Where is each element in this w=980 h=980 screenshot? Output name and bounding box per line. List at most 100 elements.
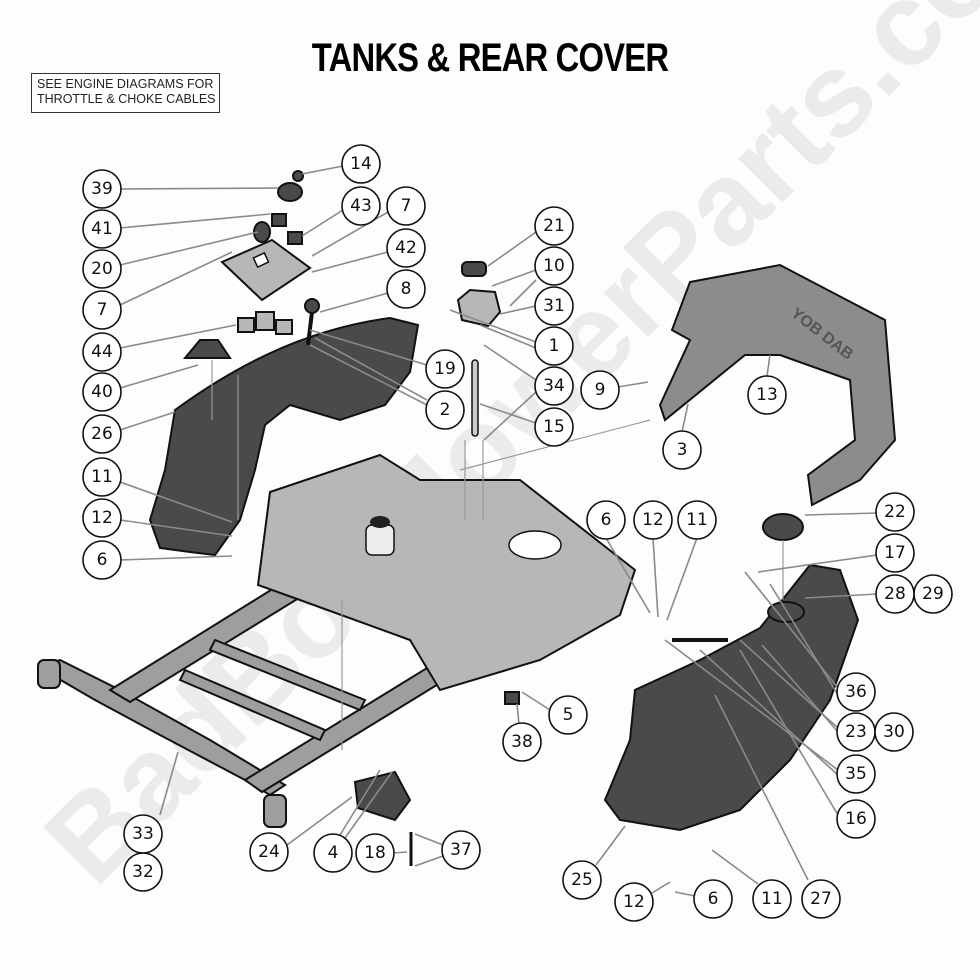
svg-text:13: 13 [756,385,778,405]
rear-cover[interactable] [658,263,897,507]
callout-11-bottom[interactable]: 11 [752,879,792,919]
fuel-cap-22[interactable] [762,513,804,541]
svg-text:30: 30 [883,722,905,742]
callout-40[interactable]: 40 [82,372,122,412]
callout-9[interactable]: 9 [580,370,620,410]
guide-lines [211,360,784,750]
switch-41[interactable] [271,213,287,227]
callout-12-mid[interactable]: 12 [633,500,673,540]
callout-39[interactable]: 39 [82,169,122,209]
key-switch[interactable] [277,182,303,202]
svg-text:7: 7 [401,196,412,216]
callout-33[interactable]: 33 [123,814,163,854]
reservoir-cap[interactable] [461,261,487,277]
callout-14[interactable]: 14 [341,144,381,184]
svg-text:24: 24 [258,842,280,862]
throttle-lever[interactable] [306,311,314,346]
svg-text:44: 44 [91,342,113,362]
callout-4[interactable]: 4 [313,833,353,873]
frame-hole [508,530,562,560]
callout-18[interactable]: 18 [355,833,395,873]
right-fuel-tank[interactable] [603,563,860,832]
callout-26[interactable]: 26 [82,414,122,454]
callout-24[interactable]: 24 [249,832,289,872]
callout-1[interactable]: 1 [534,326,574,366]
valve-38[interactable] [504,691,520,705]
callout-13[interactable]: 13 [747,375,787,415]
svg-text:10: 10 [543,256,565,276]
chassis-frame[interactable] [37,570,460,828]
panel-hole [252,251,270,269]
callout-44[interactable]: 44 [82,332,122,372]
callout-37[interactable]: 37 [441,830,481,870]
callout-11-left[interactable]: 11 [82,457,122,497]
callout-11-mid[interactable]: 11 [677,500,717,540]
callout-5[interactable]: 5 [548,695,588,735]
callout-19[interactable]: 19 [425,349,465,389]
svg-text:21: 21 [543,216,565,236]
svg-text:29: 29 [922,584,944,604]
callout-41[interactable]: 41 [82,209,122,249]
callout-22[interactable]: 22 [875,492,915,532]
callout-36[interactable]: 36 [836,672,876,712]
callout-7-left[interactable]: 7 [82,290,122,330]
callout-38[interactable]: 38 [502,722,542,762]
throttle-knob[interactable] [304,298,320,314]
callout-3[interactable]: 3 [662,430,702,470]
svg-text:14: 14 [350,154,372,174]
callout-15[interactable]: 15 [534,407,574,447]
control-panel-plate[interactable] [220,238,312,302]
callout-20[interactable]: 20 [82,249,122,289]
callout-12-bottom[interactable]: 12 [614,882,654,922]
svg-text:2: 2 [440,400,451,420]
callout-42[interactable]: 42 [386,228,426,268]
svg-text:9: 9 [595,380,606,400]
callout-23[interactable]: 23 [836,712,876,752]
svg-text:11: 11 [91,467,113,487]
svg-text:6: 6 [97,550,108,570]
callout-16[interactable]: 16 [836,799,876,839]
svg-text:20: 20 [91,259,113,279]
callout-31[interactable]: 31 [534,286,574,326]
svg-text:15: 15 [543,417,565,437]
callout-35[interactable]: 35 [836,754,876,794]
callout-12-left[interactable]: 12 [82,498,122,538]
switch-cluster[interactable] [237,311,293,335]
svg-text:12: 12 [642,510,664,530]
callout-8[interactable]: 8 [386,269,426,309]
svg-text:18: 18 [364,843,386,863]
svg-text:38: 38 [511,732,533,752]
callout-21[interactable]: 21 [534,206,574,246]
callout-43[interactable]: 43 [341,186,381,226]
main-frame-plate[interactable] [256,453,637,692]
left-fuel-tank[interactable] [148,316,420,557]
callout-7-top[interactable]: 7 [386,186,426,226]
fuel-filter-24[interactable] [353,770,412,822]
callout-29[interactable]: 29 [913,574,953,614]
callout-32[interactable]: 32 [123,852,163,892]
hour-meter-20[interactable] [253,221,271,243]
page-title: TANKS & REAR COVER [311,36,669,80]
svg-text:23: 23 [845,722,867,742]
callout-28[interactable]: 28 [875,574,915,614]
callout-2[interactable]: 2 [425,390,465,430]
fuel-neck[interactable] [767,601,805,623]
callout-30[interactable]: 30 [874,712,914,752]
callout-6-mid[interactable]: 6 [586,500,626,540]
callout-10[interactable]: 10 [534,246,574,286]
svg-text:6: 6 [601,510,612,530]
callout-34[interactable]: 34 [534,366,574,406]
sight-tube-15[interactable] [471,359,479,437]
key-knob[interactable] [292,170,304,182]
svg-text:40: 40 [91,382,113,402]
fuel-gauge-40[interactable] [182,339,232,359]
callout-25[interactable]: 25 [562,860,602,900]
switch-43[interactable] [287,231,303,245]
callout-6-bottom[interactable]: 6 [693,879,733,919]
callout-17[interactable]: 17 [875,533,915,573]
svg-text:7: 7 [97,300,108,320]
svg-text:39: 39 [91,179,113,199]
callout-6-left[interactable]: 6 [82,540,122,580]
callout-27[interactable]: 27 [801,879,841,919]
